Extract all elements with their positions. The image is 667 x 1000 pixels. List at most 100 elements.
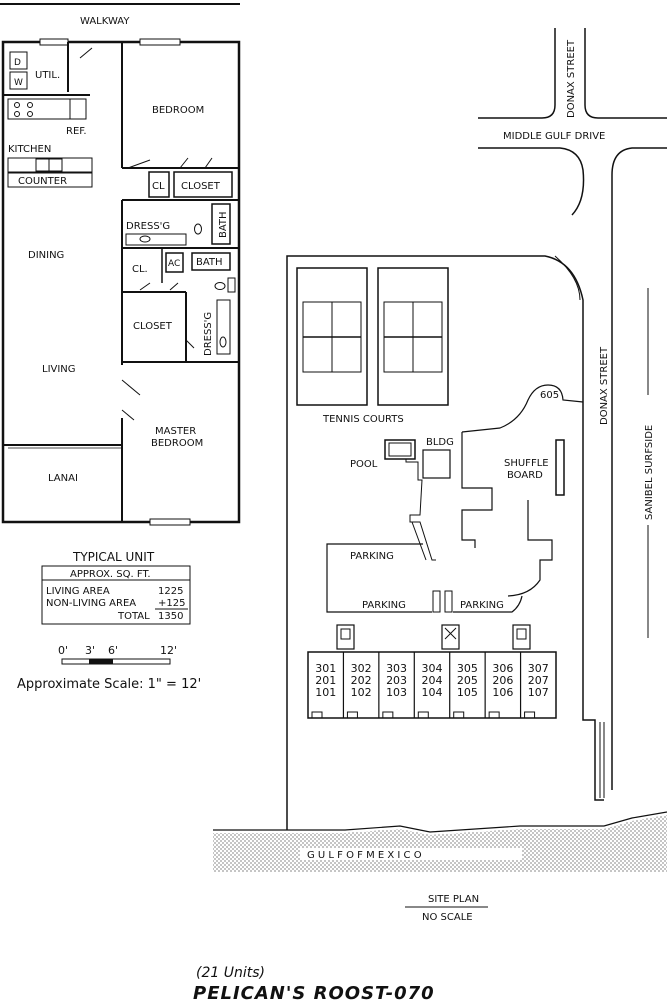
burner <box>14 111 20 117</box>
area-table: TYPICAL UNIT APPROX. SQ. FT. LIVING AREA… <box>41 550 191 625</box>
door-swing <box>121 379 141 421</box>
pool-inner <box>388 442 412 457</box>
label-mask <box>300 848 522 860</box>
bldg-box <box>422 449 451 479</box>
cl-mid-label: CL. <box>132 264 148 275</box>
unit-number: 102 <box>351 686 372 699</box>
refrigerator <box>69 98 87 120</box>
address-label: 605 <box>540 390 559 401</box>
closet-top-box <box>173 171 233 198</box>
util-label: UTIL. <box>35 70 60 81</box>
shoreline <box>213 811 667 833</box>
burner <box>14 102 20 108</box>
sink <box>219 336 227 348</box>
bath-horizontal-label: BATH <box>196 257 223 268</box>
elevator-tower <box>441 624 460 650</box>
area-row-value: 1225 <box>158 586 183 597</box>
scale-tick: 0' <box>58 644 68 657</box>
scale-tick: 3' <box>85 644 95 657</box>
unit-number: 305 <box>457 662 478 675</box>
area-row-label: LIVING AREA <box>46 586 110 597</box>
unit-entry <box>488 711 500 719</box>
area-row-label: NON-LIVING AREA <box>46 598 136 609</box>
scale-tick: 12' <box>160 644 177 657</box>
complex-name: PELICAN'S ROOST-070 <box>193 983 435 1000</box>
scale-tick: 6' <box>108 644 118 657</box>
tennis-court <box>377 267 449 406</box>
unit-entry <box>417 711 429 719</box>
units-note: (21 Units) <box>196 965 265 981</box>
pool-outer <box>384 439 416 460</box>
unit-number: 205 <box>457 674 478 687</box>
parking-outline <box>453 595 523 613</box>
toilet-tank <box>227 277 236 293</box>
unit-number: 307 <box>528 662 549 675</box>
counter-label: COUNTER <box>18 176 67 187</box>
closet-top-label: CLOSET <box>181 181 221 192</box>
unit-number: 103 <box>386 686 407 699</box>
door-swing <box>139 282 179 291</box>
drive-path <box>461 384 584 433</box>
road-edge <box>584 28 667 119</box>
burner <box>27 111 33 117</box>
ac-label: AC <box>168 259 180 269</box>
kitchen-cabinets <box>7 98 87 120</box>
pool-label: POOL <box>350 459 378 470</box>
unit-number: 303 <box>386 662 407 675</box>
deck-outline <box>461 432 493 548</box>
area-table-title: TYPICAL UNIT <box>72 550 155 564</box>
kitchen-counter <box>7 157 93 173</box>
unit-number: 104 <box>422 686 443 699</box>
unit-number: 306 <box>492 662 513 675</box>
unit-grid: 3012011013022021023032031033042041043052… <box>311 652 549 719</box>
unit-entry <box>453 711 465 719</box>
parking-main-label: PARKING <box>350 551 394 562</box>
area-row-value: 1350 <box>158 611 183 622</box>
shuffle-label-1: SHUFFLE <box>504 458 549 469</box>
unit-floor-plan: WALKWAY D W UTIL. REF. KITCHEN COUNTER D… <box>0 3 241 526</box>
vanity <box>125 233 187 246</box>
parking-divider <box>432 590 441 613</box>
window <box>149 518 191 526</box>
donax-right-label: DONAX STREET <box>599 346 610 425</box>
lanai-label: LANAI <box>48 473 78 484</box>
tennis-label: TENNIS COURTS <box>322 414 404 425</box>
road-edge <box>611 147 667 790</box>
road-curve <box>554 255 581 301</box>
kitchen-label: KITCHEN <box>8 144 51 155</box>
walkway-label: WALKWAY <box>80 16 130 27</box>
toilet <box>194 223 202 235</box>
donax-top-label: DONAX STREET <box>566 39 577 118</box>
area-row-value: +125 <box>158 598 185 609</box>
parking-left-label: PARKING <box>362 600 406 611</box>
walkway-path <box>405 459 436 561</box>
beach-sand <box>213 815 667 872</box>
door-swing <box>127 159 151 169</box>
tub <box>211 203 231 245</box>
label-mask <box>641 395 655 525</box>
ref-label: REF. <box>66 126 87 137</box>
unit-number: 201 <box>315 674 336 687</box>
dryer-box <box>9 51 28 70</box>
residential-building <box>307 651 557 719</box>
unit-number: 107 <box>528 686 549 699</box>
property-boundary <box>286 255 604 830</box>
washer-box <box>9 71 28 90</box>
dining-label: DINING <box>28 250 64 261</box>
master-bedroom-label-2: BEDROOM <box>151 438 203 449</box>
sanibel-label: SANIBEL SURFSIDE <box>644 425 655 520</box>
area-table-header: APPROX. SQ. FT. <box>70 569 151 580</box>
unit-number: 301 <box>315 662 336 675</box>
counter-bar <box>7 172 93 188</box>
dressing-vertical-label: DRESS'G <box>203 312 214 356</box>
unit-number: 106 <box>492 686 513 699</box>
stair-tower-inner <box>340 628 351 640</box>
unit-number: 304 <box>422 662 443 675</box>
shuffleboard <box>555 439 565 496</box>
shuffle-label-2: BOARD <box>507 470 543 481</box>
window <box>39 38 69 46</box>
scale-bar: 0' 3' 6' 12' Approximate Scale: 1" = 12' <box>17 644 201 692</box>
deck-outline <box>507 500 553 597</box>
bldg-label: BLDG <box>426 437 454 448</box>
unit-number: 207 <box>528 674 549 687</box>
